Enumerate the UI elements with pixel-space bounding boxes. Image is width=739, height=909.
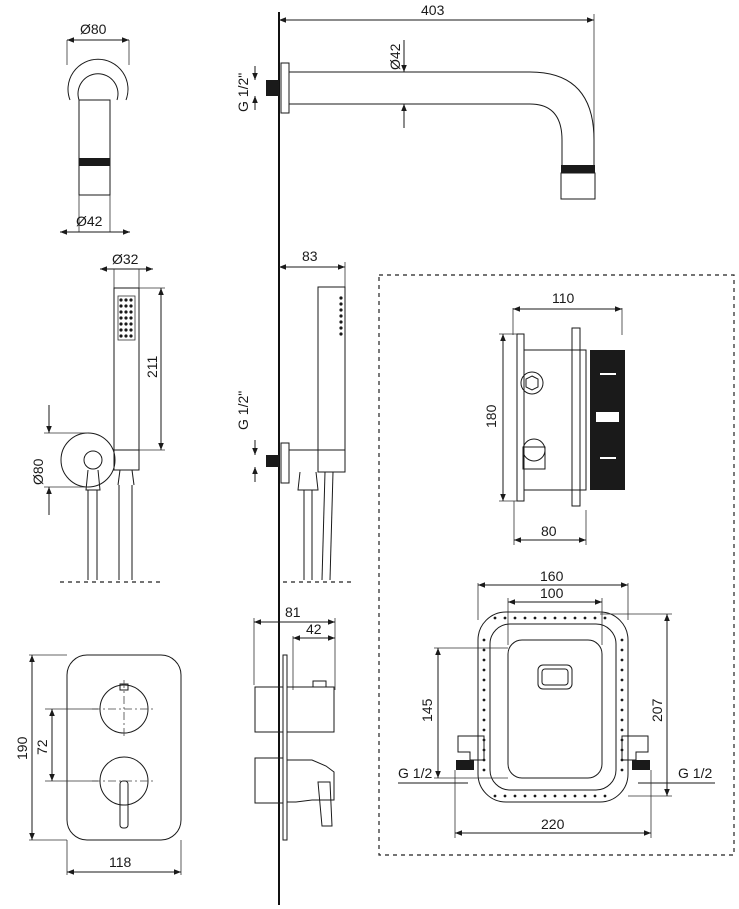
dim-frame-inlet-left: G 1/2 — [398, 765, 432, 781]
mixer-plate-front-view: 190 72 118 — [14, 654, 182, 875]
mixer-side-view: 81 42 — [253, 604, 336, 841]
dim-handshower-dia: Ø32 — [112, 251, 139, 267]
dim-holder-dia: Ø80 — [30, 458, 46, 485]
concealed-box-front-view: 160 100 145 207 G 1/2 G 1/2 — [398, 568, 715, 838]
spout-side-view: 403 Ø42 G 1/2" — [235, 2, 596, 200]
dim-plate-axis: 72 — [34, 739, 50, 755]
dim-spout-flange: Ø80 — [80, 21, 107, 37]
dim-mixer-depth: 81 — [285, 604, 301, 620]
handshower-front-view: Ø32 211 — [30, 251, 165, 583]
concealed-box-side-view: 110 180 80 — [483, 290, 625, 545]
dim-spout-thread: G 1/2" — [235, 73, 251, 112]
installation-box-frame — [378, 274, 735, 856]
dim-spout-pipe-side: Ø42 — [76, 213, 103, 229]
dim-handshower-length: 211 — [144, 355, 160, 378]
dim-frame-inner-height: 145 — [419, 698, 435, 722]
frame-perforation-dots — [482, 616, 624, 798]
dim-plate-width: 118 — [109, 854, 132, 870]
dim-mixer-handle-depth: 42 — [306, 621, 322, 637]
dim-frame-outer-width: 160 — [540, 568, 564, 584]
dim-holder-projection: 83 — [302, 248, 318, 264]
handshower-side-view: 83 G 1/2" — [235, 248, 355, 583]
handshower-nozzles — [117, 295, 136, 341]
dim-spout-pipe: Ø42 — [387, 43, 403, 70]
dim-frame-outer-height: 207 — [649, 698, 665, 722]
dim-plate-height: 190 — [14, 736, 30, 760]
dim-frame-inlet-right: G 1/2 — [678, 765, 712, 781]
dim-box-depth: 80 — [541, 523, 557, 539]
dim-box-height: 180 — [483, 404, 499, 428]
dim-frame-total-width: 220 — [541, 816, 565, 832]
dim-spout-length: 403 — [421, 2, 445, 18]
dim-frame-inner-width: 100 — [540, 585, 564, 601]
dim-box-width: 110 — [552, 290, 575, 306]
spout-front-view: Ø80 Ø42 — [60, 21, 130, 235]
dim-holder-thread: G 1/2" — [235, 391, 251, 430]
